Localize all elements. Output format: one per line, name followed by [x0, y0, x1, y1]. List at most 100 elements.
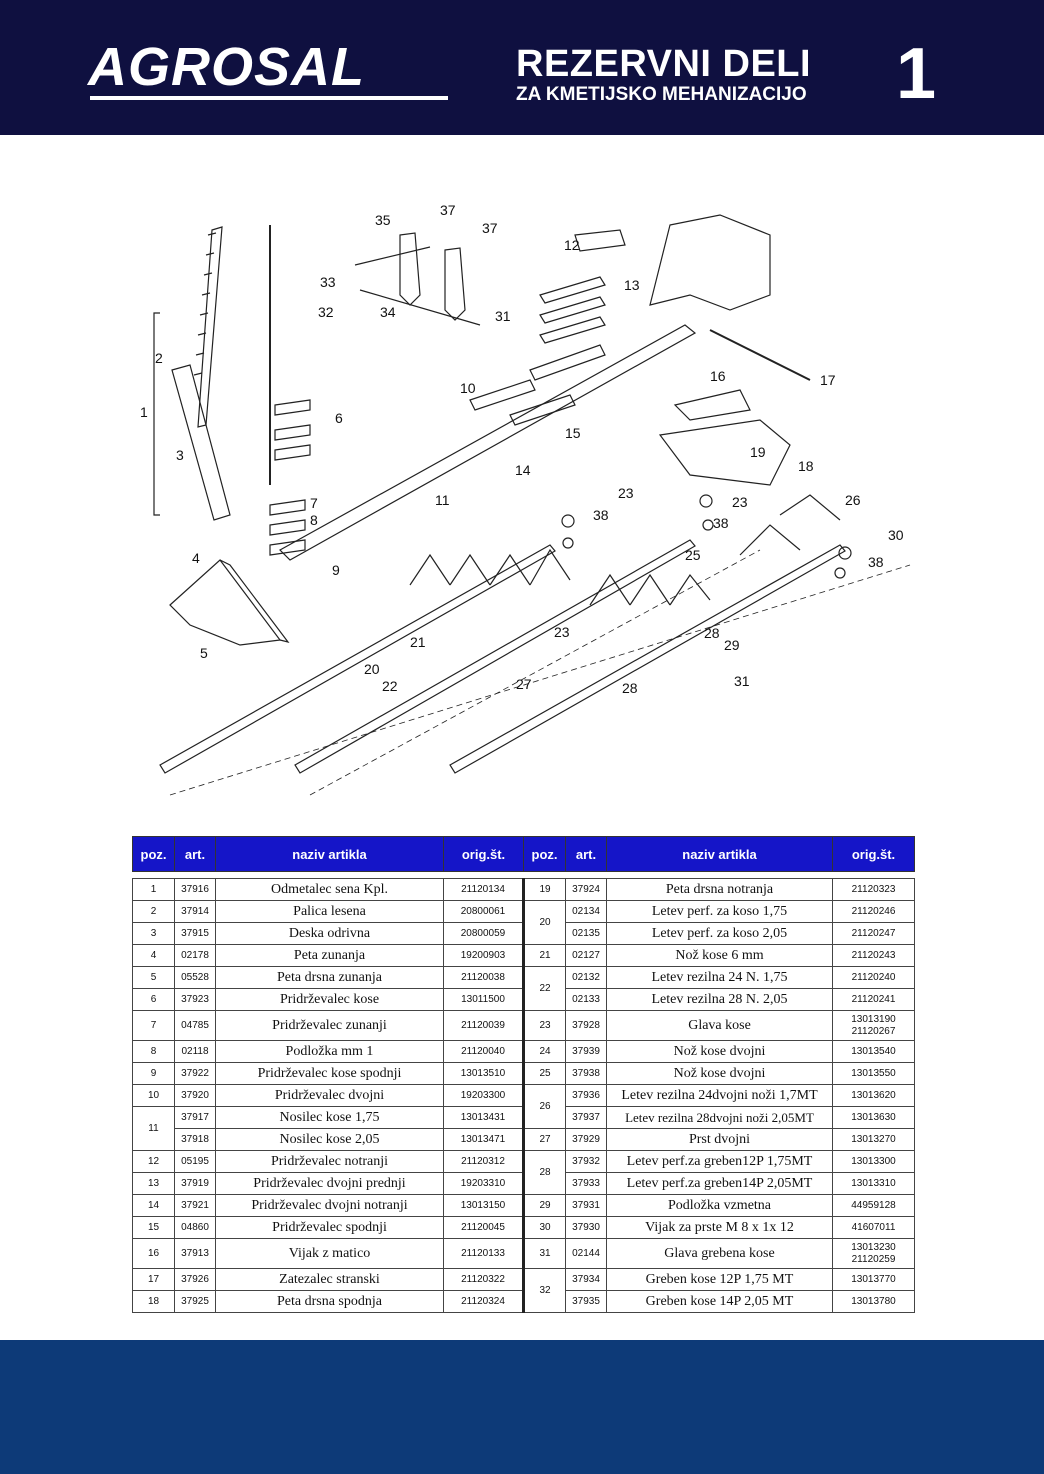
callout-6: 6 [335, 410, 343, 426]
cell-orig: 13013620 [832, 1084, 915, 1107]
cell-name: Letev perf.za greben12P 1,75MT [606, 1150, 833, 1173]
cell-art: 37916 [174, 878, 216, 901]
cell-poz: 1 [132, 878, 175, 901]
callout-35b: 34 [380, 304, 396, 320]
cell-name: Podložka mm 1 [215, 1040, 444, 1063]
table-row: 8 02118 Podložka mm 1 21120040 24 37939 … [132, 1040, 915, 1063]
cell-name: Glava kose [606, 1010, 833, 1041]
cell-art: 37936 [565, 1084, 607, 1107]
table-header-row: poz. art. naziv artikla orig.št. poz. ar… [132, 836, 915, 872]
cell-orig: 19203310 [443, 1172, 524, 1195]
cell-art: 37924 [565, 878, 607, 901]
table-row: 14 37921 Pridrževalec dvojni notranji 13… [132, 1194, 915, 1217]
callout-7: 7 [310, 495, 318, 511]
logo-underline [90, 96, 448, 100]
cell-name: Peta zunanja [215, 944, 444, 967]
diagram-bar-26 [294, 539, 696, 774]
cell-poz: 23 [522, 1010, 566, 1041]
callout-26: 27 [516, 676, 532, 692]
cell-poz: 18 [132, 1290, 175, 1313]
callout-23b: 23 [732, 494, 748, 510]
diagram-callouts: 35 37 37 33 32 34 31 12 13 2 1 3 6 10 16… [140, 202, 904, 696]
cell-art: 37934 [565, 1268, 607, 1291]
cell-orig: 19200903 [443, 944, 524, 967]
cell-name: Pridrževalec kose [215, 988, 444, 1011]
callout-33: 31 [495, 308, 511, 324]
cell-poz: 12 [132, 1150, 175, 1173]
cell-name: Letev perf.za greben14P 2,05MT [606, 1172, 833, 1195]
cell-orig: 21120241 [832, 988, 915, 1011]
cell-poz: 30 [522, 1216, 566, 1239]
callout-31: 30 [888, 527, 904, 543]
diagram-inner-shoe [658, 419, 791, 486]
table-row: 16 37913 Vijak z matico 21120133 31 0214… [132, 1238, 915, 1269]
table-row: 7 04785 Pridrževalec zunanji 21120039 23… [132, 1010, 915, 1041]
callout-12: 12 [564, 237, 580, 253]
cell-poz: 17 [132, 1268, 175, 1291]
cell-orig: 13013780 [832, 1290, 915, 1313]
callout-37b: 37 [482, 220, 498, 236]
cell-art: 37915 [174, 922, 216, 945]
cell-name: Nosilec kose 2,05 [215, 1128, 444, 1151]
cell-name: Podložka vzmetna [606, 1194, 833, 1217]
header-orig: orig.št. [443, 836, 524, 872]
cell-poz: 31 [522, 1238, 566, 1269]
cell-poz: 32 [522, 1268, 566, 1313]
exploded-parts-diagram: 35 37 37 33 32 34 31 12 13 2 1 3 6 10 16… [140, 202, 911, 796]
cell-name: Letev perf. za koso 2,05 [606, 922, 833, 945]
diagram-frame [649, 214, 771, 311]
diagram-outer-shoe [169, 559, 282, 646]
cell-name: Nož kose dvojni [606, 1062, 833, 1085]
callout-10: 10 [460, 380, 476, 396]
table-row: 13 37919 Pridrževalec dvojni prednji 192… [132, 1172, 915, 1195]
cell-art: 05528 [174, 966, 216, 989]
cell-poz: 8 [132, 1040, 175, 1063]
cell-art: 37938 [565, 1062, 607, 1085]
cell-orig: 21120040 [443, 1040, 524, 1063]
cell-name: Letev rezilna 24dvojni noži 1,7MT [606, 1084, 833, 1107]
diagram-group-bracket [153, 312, 160, 516]
cell-poz: 20 [522, 900, 566, 945]
cell-name: Nož kose dvojni [606, 1040, 833, 1063]
cell-name: Peta drsna notranja [606, 878, 833, 901]
cell-art: 37918 [174, 1128, 216, 1151]
cell-art: 02144 [565, 1238, 607, 1269]
callout-34: 32 [318, 304, 334, 320]
header-name: naziv artikla [215, 836, 444, 872]
table-row: 2 37914 Palica lesena 20800061 20 02134 … [132, 900, 915, 945]
callout-1: 1 [140, 404, 148, 420]
callout-28: 28 [622, 680, 638, 696]
callout-4: 4 [192, 550, 200, 566]
cell-name: Prst dvojni [606, 1128, 833, 1151]
header-art-right: art. [565, 836, 607, 872]
cell-art: 37928 [565, 1010, 607, 1041]
callout-3: 3 [176, 447, 184, 463]
cell-name: Peta drsna spodnja [215, 1290, 444, 1313]
cell-name: Letev rezilna 24 N. 1,75 [606, 966, 833, 989]
cell-art: 37925 [174, 1290, 216, 1313]
cell-art: 37937 [565, 1106, 607, 1129]
cell-art: 02134 [565, 900, 607, 923]
cell-poz: 3 [132, 922, 175, 945]
cell-poz: 16 [132, 1238, 175, 1269]
cell-art: 02133 [565, 988, 607, 1011]
cell-art: 37935 [565, 1290, 607, 1313]
cell-art: 02118 [174, 1040, 216, 1063]
cell-orig: 21120312 [443, 1150, 524, 1173]
cell-orig-line: 21120259 [851, 1253, 896, 1265]
callout-38c: 38 [868, 554, 884, 570]
cell-name: Palica lesena [215, 900, 444, 923]
cell-name: Pridrževalec dvojni [215, 1084, 444, 1107]
cell-name: Pridrževalec zunanji [215, 1010, 444, 1041]
cell-orig: 13013150 [443, 1194, 524, 1217]
cell-art: 04860 [174, 1216, 216, 1239]
cell-name: Odmetalec sena Kpl. [215, 878, 444, 901]
cell-name: Letev perf. za koso 1,75 [606, 900, 833, 923]
page-title: REZERVNI DELI [516, 43, 812, 85]
callout-2: 2 [155, 350, 163, 366]
callout-32: 31 [734, 673, 750, 689]
cell-orig: 13013550 [832, 1062, 915, 1085]
cell-name: Pridrževalec spodnji [215, 1216, 444, 1239]
cell-poz: 4 [132, 944, 175, 967]
callout-38a: 38 [593, 507, 609, 523]
